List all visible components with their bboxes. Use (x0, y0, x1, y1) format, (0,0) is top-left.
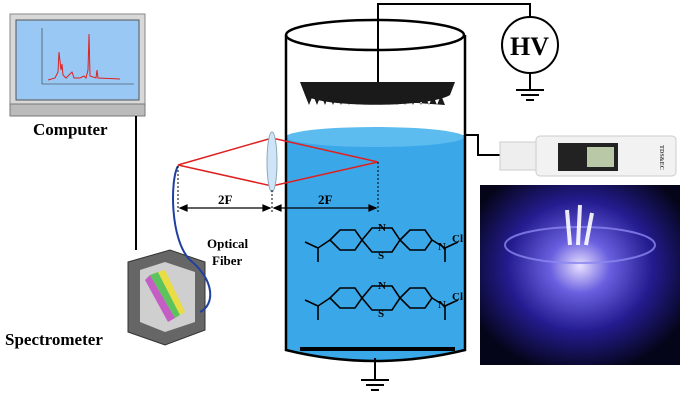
focal-length-label-right: 2F (318, 192, 333, 207)
spectrometer-label: Spectrometer (5, 330, 103, 349)
nitrogen-label: N (378, 280, 386, 292)
chloride-label: Cl (452, 291, 463, 303)
chloride-label: Cl (452, 233, 463, 245)
computer-label: Computer (33, 120, 108, 139)
nitrogen-cation-label: N (438, 241, 446, 253)
meter-cable (465, 134, 502, 156)
spectrometer-device (127, 249, 206, 346)
spectrum-plot (47, 33, 121, 81)
meter-brand: TDS&EC (658, 145, 664, 170)
sulfur-label: S (378, 308, 384, 320)
nitrogen-label: N (378, 222, 386, 234)
sulfur-label: S (378, 250, 384, 262)
tds-ec-meter: TDS&EC (499, 135, 677, 177)
liquid (286, 135, 465, 361)
nitrogen-cation-label: N (438, 299, 446, 311)
focal-dimension-arrows (178, 204, 378, 212)
hv-wire (377, 3, 531, 82)
ground-symbol-vessel (361, 358, 389, 391)
optical-fiber-label-line1: Optical (207, 236, 249, 251)
hv-label: HV (510, 32, 549, 61)
optical-fiber-label-line2: Fiber (212, 253, 243, 268)
methylene-blue-molecules (304, 227, 459, 320)
ground-symbol-hv (516, 73, 544, 101)
computer-monitor (9, 13, 146, 117)
lens (266, 131, 278, 193)
optical-fiber (172, 165, 212, 313)
focal-length-label-left: 2F (218, 192, 233, 207)
